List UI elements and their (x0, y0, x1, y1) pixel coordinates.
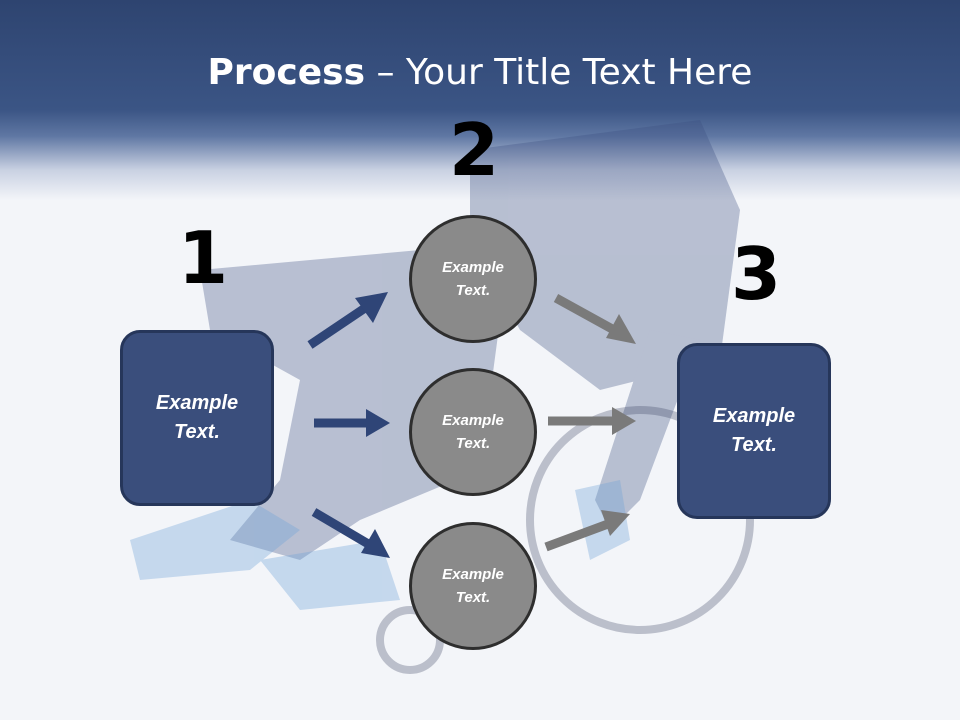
circle-bottom-label: Example Text. (442, 566, 504, 606)
circle-bottom: Example Text. (409, 522, 537, 650)
arrow-from-bottom-circle (544, 510, 630, 552)
circle-middle-label: Example Text. (442, 412, 504, 452)
title-bar (0, 0, 960, 200)
circle-top-label: Example Text. (442, 259, 504, 299)
photo-legs (200, 250, 500, 560)
step-3-box: Example Text. (677, 343, 831, 519)
photo-wheel (526, 406, 754, 634)
arrow-to-middle-circle (314, 409, 390, 437)
circle-top: Example Text. (409, 215, 537, 343)
step-1-box: Example Text. (120, 330, 274, 506)
step-1-label: Example Text. (155, 392, 239, 443)
step-number-2: 2 (449, 108, 500, 192)
title-rest: – Your Title Text Here (365, 52, 753, 93)
arrow-from-top-circle (553, 294, 636, 344)
photo-arm (595, 330, 700, 530)
photo-shoe-right (260, 540, 400, 610)
step-number-1: 1 (178, 216, 229, 300)
photo-torso (470, 120, 740, 390)
arrow-to-bottom-circle (311, 508, 390, 558)
arrow-from-middle-circle (548, 407, 636, 435)
circle-middle: Example Text. (409, 368, 537, 496)
photo-glove (575, 480, 630, 560)
title-bold: Process (207, 52, 366, 93)
step-3-label: Example Text. (712, 405, 796, 456)
page-title: Process – Your Title Text Here (0, 52, 960, 93)
step-number-3: 3 (731, 232, 782, 316)
arrow-to-top-circle (307, 292, 388, 349)
photo-shoe-left (130, 500, 300, 580)
